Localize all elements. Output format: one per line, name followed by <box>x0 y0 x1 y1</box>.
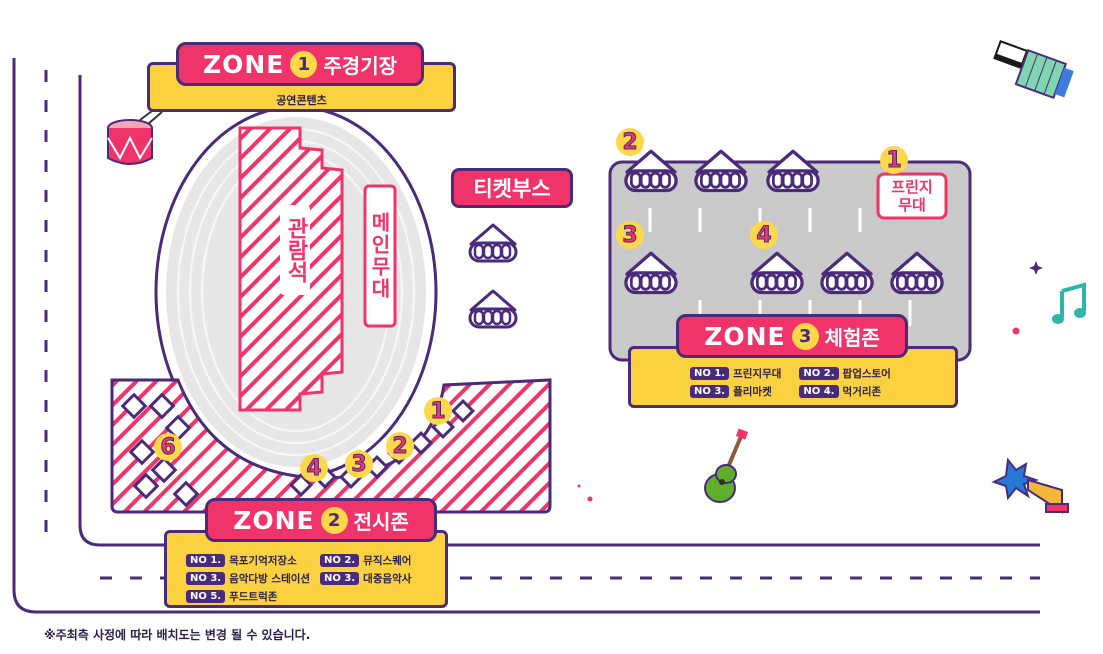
item-tag: NO 3. <box>186 572 226 585</box>
list-item: NO 4.먹거리존 <box>799 384 890 399</box>
zone2-marker-4: 4 <box>300 454 328 482</box>
fringe-stage-label: 프린지무대 <box>891 178 933 214</box>
list-item: NO 3.플리마켓 <box>690 384 781 399</box>
zone3-title: ZONE 3 체험존 <box>676 314 908 358</box>
item-label: 먹거리존 <box>842 386 882 398</box>
list-item: NO 2.팝업스토어 <box>799 366 891 381</box>
zone2-marker-1: 1 <box>424 397 452 425</box>
item-label: 팝업스토어 <box>842 368 891 380</box>
zone3-list: NO 1.프린지무대 NO 2.팝업스토어 NO 3.플리마켓 NO 4.먹거리… <box>690 366 891 399</box>
item-tag: NO 2. <box>320 554 360 567</box>
main-stage-box <box>363 184 397 328</box>
zone2-list: NO 1.목포기억저장소 NO 2.뮤직스퀘어 NO 3.음악다방 스테이션 N… <box>186 553 411 604</box>
list-item: NO 2.뮤직스퀘어 <box>320 553 411 568</box>
zone1-subtitle: 공연콘텐츠 <box>276 94 327 107</box>
item-tag: NO 1. <box>186 554 226 567</box>
item-label: 목포기억저장소 <box>229 555 297 567</box>
ticket-booth-label: 티켓부스 <box>473 177 551 201</box>
zone2-marker-2: 2 <box>386 432 414 460</box>
item-tag: NO 2. <box>799 367 839 380</box>
item-tag: NO 5. <box>186 590 226 603</box>
booth-tent <box>766 149 820 193</box>
zone3-marker-2: 2 <box>616 128 644 156</box>
accordion-icon <box>993 40 1074 100</box>
booth-tent <box>694 149 748 193</box>
guitar-icon <box>704 428 749 503</box>
main-stage-label: 메인무대 <box>365 186 395 326</box>
trumpet-icon <box>991 457 1069 514</box>
road <box>12 58 1040 614</box>
fringe-stage-box <box>876 172 948 220</box>
zone2-number-badge: 2 <box>320 506 348 534</box>
list-item: NO 3.음악다방 스테이션 <box>186 571 310 586</box>
list-item: NO 5.푸드트럭존 <box>186 589 310 604</box>
zone1-number-badge: 1 <box>290 50 318 78</box>
item-label: 플리마켓 <box>733 386 772 398</box>
zone1-title: ZONE 1 주경기장 <box>176 42 424 86</box>
ticket-booth-tent <box>468 289 518 329</box>
zone2-marker-3: 3 <box>345 450 373 478</box>
music-note-icon <box>1052 282 1086 324</box>
main-stage-label-text: 메인무대 <box>367 212 392 300</box>
item-tag: NO 3. <box>690 385 730 398</box>
item-label: 대중음악사 <box>363 573 412 585</box>
item-label: 음악다방 스테이션 <box>229 573 311 585</box>
item-tag: NO 1. <box>690 367 730 380</box>
zone3-title-prefix: ZONE <box>704 321 786 351</box>
list-item: NO 1.목포기억저장소 <box>186 553 310 568</box>
zone1-name: 주경기장 <box>323 53 397 78</box>
zone1-title-prefix: ZONE <box>203 49 285 79</box>
item-label: 푸드트럭존 <box>229 591 278 603</box>
list-item: NO 3.대중음악사 <box>320 571 411 586</box>
footnote: ※주최측 사정에 따라 배치도는 변경 될 수 있습니다. <box>44 628 311 642</box>
zone3-marker-1: 1 <box>880 146 908 174</box>
seating-label-text: 관람석 <box>283 217 308 283</box>
item-label: 뮤직스퀘어 <box>363 555 412 567</box>
seating-label: 관람석 <box>280 205 310 295</box>
zone3-name: 체험존 <box>824 325 880 350</box>
ticket-booth-tent <box>468 223 518 263</box>
zone2-marker-6: 6 <box>154 433 182 461</box>
zone3-number-badge: 3 <box>791 322 819 350</box>
booth-tent <box>624 149 678 193</box>
sparkle-icon <box>1029 261 1043 275</box>
zone3-marker-4: 4 <box>750 221 778 249</box>
zone2-title-prefix: ZONE <box>233 505 315 535</box>
zone2-title: ZONE 2 전시존 <box>205 498 437 542</box>
item-label: 프린지무대 <box>733 368 782 380</box>
drum-icon <box>107 107 163 165</box>
zone2-name: 전시존 <box>353 509 409 534</box>
zone3-marker-3: 3 <box>616 221 644 249</box>
item-tag: NO 3. <box>320 572 360 585</box>
list-item: NO 1.프린지무대 <box>690 366 781 381</box>
item-tag: NO 4. <box>799 385 839 398</box>
ticket-booth-title: 티켓부스 <box>451 168 573 208</box>
